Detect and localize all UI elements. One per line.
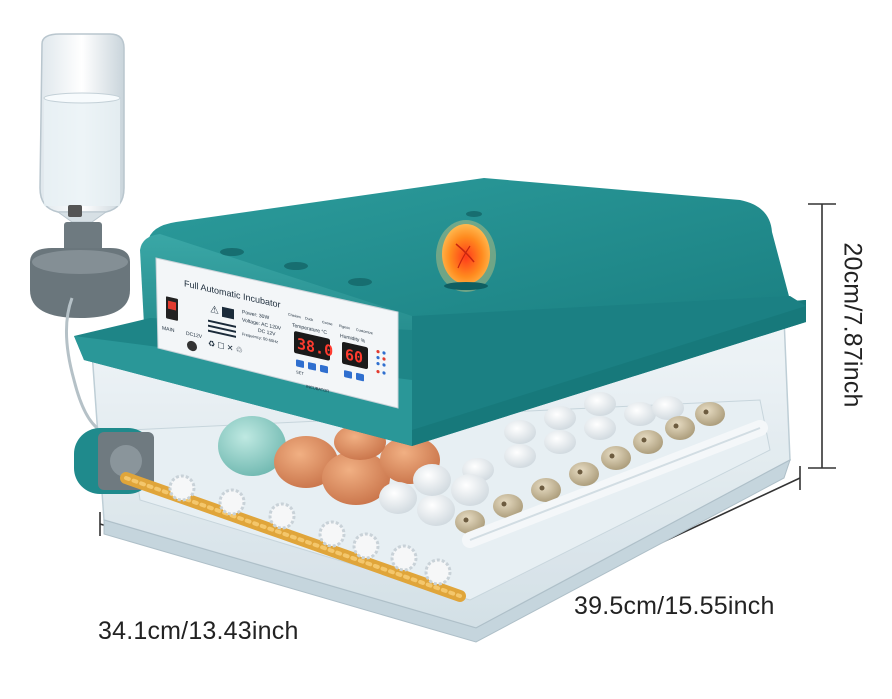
quail-egg-speckle	[609, 453, 615, 459]
quail-egg-speckle	[539, 485, 545, 491]
quail-egg-speckle	[501, 501, 507, 507]
quail-egg	[493, 494, 523, 518]
spec-voltage-dc: DC 12V	[258, 328, 276, 338]
white-egg	[451, 474, 489, 506]
white-egg	[584, 392, 616, 416]
roller-gears	[168, 474, 452, 586]
humidity-value: 60	[345, 345, 363, 367]
white-egg	[544, 406, 576, 430]
brand-label: INCUBATOR	[306, 384, 329, 394]
set-button-label: SET	[296, 369, 304, 376]
quail-egg-speckle	[673, 423, 679, 429]
quail-egg	[531, 478, 561, 502]
white-egg	[584, 416, 616, 440]
humidity-label: Humidity %	[340, 333, 366, 345]
control-panel: Full Automatic Incubator MAIN DC12V ⚠ ♻ …	[155, 257, 399, 409]
water-bottle	[30, 33, 130, 432]
mode-label: Duck	[305, 316, 313, 322]
candling-light	[436, 220, 496, 292]
quail-egg	[601, 446, 631, 470]
switch-label: MAIN	[162, 325, 175, 334]
quail-egg-speckle	[463, 517, 469, 523]
brown-egg	[274, 436, 338, 488]
roller-gear	[218, 488, 246, 516]
mode-button[interactable]	[344, 370, 352, 379]
egg-tray	[218, 392, 725, 534]
white-egg	[624, 402, 656, 426]
dc-jack[interactable]	[187, 340, 197, 352]
white-egg	[652, 396, 684, 420]
roller-gear	[390, 544, 418, 572]
warning-icon: ⚠	[210, 304, 219, 317]
mode-label: Chicken	[288, 313, 301, 320]
white-egg	[544, 430, 576, 454]
height-dimension-label: 20cm/7.87inch	[838, 242, 867, 408]
white-egg	[417, 494, 455, 526]
dc-label: DC12V	[186, 331, 203, 341]
white-egg	[379, 482, 417, 514]
egg-turn-button[interactable]	[356, 372, 364, 382]
roller-gear	[168, 474, 196, 502]
depth-dimension-label: 39.5cm/15.55inch	[574, 592, 775, 620]
roller-gear	[268, 502, 296, 530]
quail-egg	[665, 416, 695, 440]
white-egg	[413, 464, 451, 496]
mode-label: Pigeon	[339, 324, 350, 330]
mode-label: Goose	[322, 320, 333, 326]
white-egg	[504, 420, 536, 444]
roller-gear	[318, 520, 346, 548]
blue-egg	[218, 416, 286, 476]
white-egg	[504, 444, 536, 468]
humidity-display	[342, 341, 368, 369]
mode-label: Customize	[356, 328, 373, 336]
quail-egg	[695, 402, 725, 426]
roller-gear	[352, 532, 380, 560]
manual-icon	[222, 306, 234, 320]
down-button[interactable]	[320, 364, 328, 374]
quail-egg-speckle	[641, 437, 647, 443]
quail-egg-speckle	[577, 469, 583, 475]
quail-egg	[633, 430, 663, 454]
temperature-display	[294, 331, 330, 361]
set-button[interactable]	[296, 359, 304, 368]
quail-egg-speckle	[703, 409, 709, 415]
up-button[interactable]	[308, 362, 316, 371]
roller-gear	[424, 558, 452, 586]
brown-egg	[322, 451, 390, 505]
width-dimension-label: 34.1cm/13.43inch	[98, 617, 299, 645]
quail-egg	[455, 510, 485, 534]
quail-egg	[569, 462, 599, 486]
